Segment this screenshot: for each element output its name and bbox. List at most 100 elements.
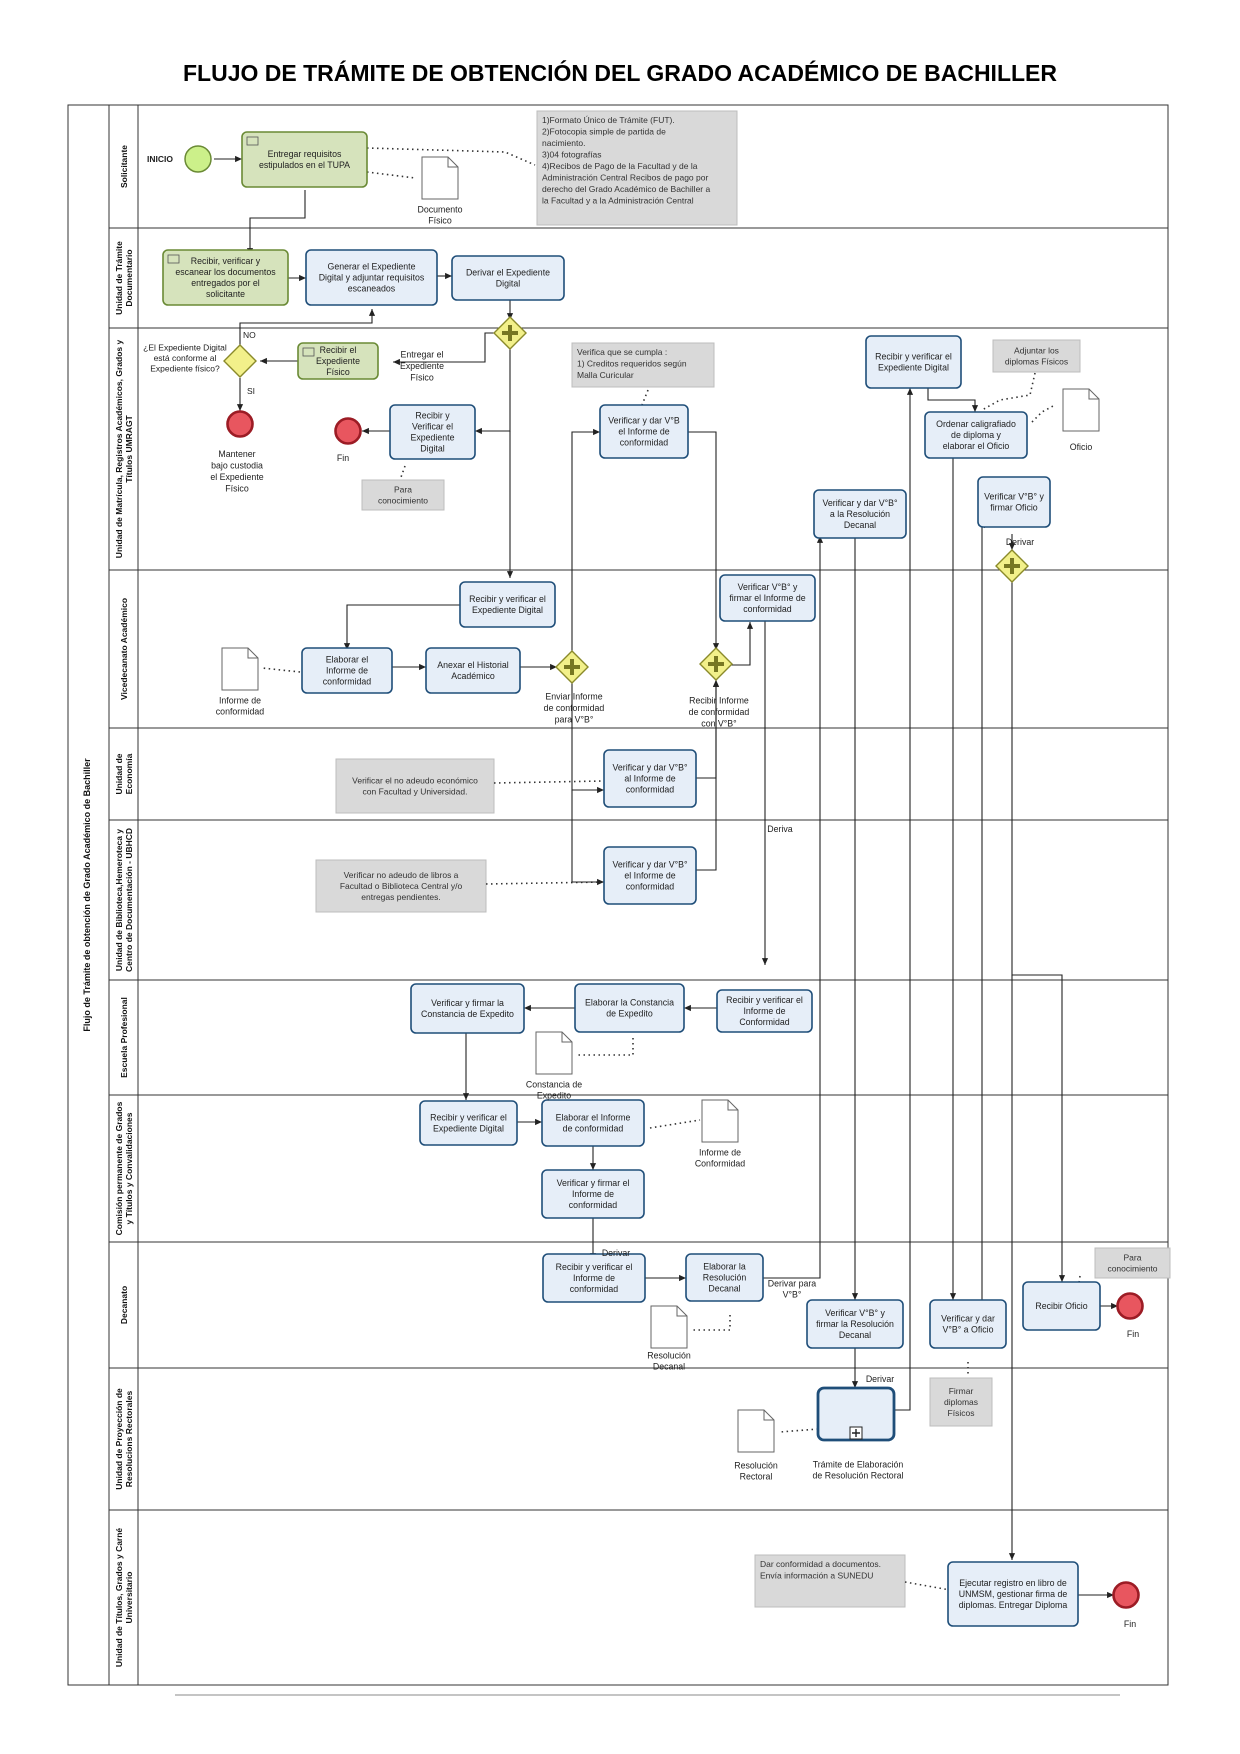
end-event-titulos-label: Fin <box>1124 1619 1136 1629</box>
task-verificar-firmar-oficio-label-line: firmar Oficio <box>990 503 1038 513</box>
lane-label-text: Comisión permanente de Grados <box>114 1101 124 1235</box>
task-verificar-firmar-oficio-label-line: Verificar V°B° y <box>984 492 1044 502</box>
pool-label: Flujo de Trámite de obtención de Grado A… <box>82 758 92 1032</box>
task-recibir-informe-escuela-label-line: Informe de <box>743 1006 785 1016</box>
end-event-titulos-circle <box>1112 1581 1140 1609</box>
task-verificar-biblioteca-label-line: conformidad <box>626 882 675 892</box>
task-verificar-firmar-informe-comision-box <box>541 1169 645 1219</box>
task-entregar-requisitos-box <box>241 131 368 188</box>
task-recibir-expediente-fisico-label-line: Expediente <box>316 356 360 366</box>
task-recibir-escanear-label-line: solicitante <box>206 289 245 299</box>
task-ordenar-caligrafiado-label-line: elaborar el Oficio <box>943 441 1010 451</box>
annotation-creditos-line: 1) Creditos requeridos según <box>577 359 687 369</box>
gateway-question-label-line: Expediente físico? <box>150 363 220 373</box>
task-generar-expediente-label-line: Generar el Expediente <box>327 262 415 272</box>
document-constancia-fold <box>561 1032 572 1043</box>
task-recibir-verificar-vice-label-line: Recibir y verificar el <box>469 594 546 604</box>
task-entregar-requisitos-label-line: Entregar requisitos <box>268 149 342 159</box>
task-recibir-verificar-expediente-umragt-label-line: Expediente Digital <box>878 363 949 373</box>
subprocess-plus-mark <box>852 1429 860 1437</box>
document-informe-vice-label-line: Informe de <box>219 696 261 706</box>
assoc-adjuntar <box>981 372 1036 411</box>
lane-label-text: Unidad de Biblioteca,Hemeroteca y <box>114 829 124 971</box>
end-event-titulos: Fin <box>1112 1581 1140 1629</box>
document-oficio-fold <box>1088 389 1099 400</box>
annotation-sunedu-box <box>754 1554 906 1608</box>
task-recibir-verificar-digital-label-line: Expediente <box>410 433 454 443</box>
lane-label-2: Unidad de Matrícula, Registros Académico… <box>114 340 134 559</box>
task-recibir-oficio: Recibir Oficio <box>1022 1281 1101 1331</box>
assoc-informe-comision <box>649 1119 701 1129</box>
lane-label-8: Decanato <box>119 1286 129 1324</box>
annotation-firmar-diplomas-box <box>929 1377 993 1427</box>
lane-label-text: Unidad de Trámite <box>114 241 124 315</box>
task-recibir-verificar-expediente-umragt-label-line: Recibir y verificar el <box>875 352 952 362</box>
annotation-economia-text-line: con Facultad y Universidad. <box>363 786 468 796</box>
task-derivar-expediente-box <box>451 255 565 301</box>
document-informe-comision-fold <box>727 1100 738 1111</box>
task-verificar-constancia-box <box>410 983 525 1034</box>
task-elaborar-informe-vice-label-line: Elaborar el <box>326 655 369 665</box>
assoc-resolucion-decanal <box>690 1315 731 1331</box>
lane-label-text: Títulos UMRAGT <box>124 414 134 482</box>
document-oficio-shape <box>1062 388 1100 432</box>
flow-q-no <box>239 309 376 346</box>
document-oficio-label-line: Oficio <box>1070 442 1093 452</box>
document-informe-vice-shape <box>221 647 259 691</box>
lane-label-text: Universitario <box>124 1572 134 1624</box>
flow-gw-u3 <box>571 428 600 652</box>
annotation-requisitos-line: 4)Recibos de Pago de la Facultad y de la <box>542 161 698 171</box>
assoc-sunedu <box>904 1581 951 1591</box>
flow-label-derivar-vb-line: V°B° <box>783 1290 802 1300</box>
task-verificar-firmar-informe-comision-label-line: conformidad <box>569 1200 618 1210</box>
document-resolucion-decanal-label-line: Resolución <box>647 1351 691 1361</box>
task-elaborar-resolucion-decanal-label-line: Elaborar la <box>703 1262 746 1272</box>
user-task-icon <box>167 254 180 264</box>
task-recibir-expediente-fisico-box <box>297 342 379 380</box>
annotation-requisitos-line: nacimiento. <box>542 138 585 148</box>
flow-s1-t1 <box>246 190 306 255</box>
task-verificar-biblioteca: Verificar y dar V°B°el Informe deconform… <box>603 846 697 905</box>
start-circle <box>184 145 212 173</box>
flow-label-recibir-informe-line: de conformidad <box>689 707 750 717</box>
task-recibir-verificar-vice-box <box>459 581 556 628</box>
annotation-creditos-box <box>571 342 715 388</box>
task-verificar-firmar-informe-label-line: Verificar V°B° y <box>738 582 798 592</box>
document-oficio-label: Oficio <box>1070 442 1093 452</box>
task-elaborar-resolucion-decanal-label-line: Resolución <box>703 1273 747 1283</box>
task-verificar-vb-resolucion-label-line: a la Resolución <box>830 509 890 519</box>
task-verificar-vb-informe-label-line: Verificar y dar V°B <box>608 416 680 426</box>
annotation-biblioteca: Verificar no adeudo de libros aFacultad … <box>315 859 487 913</box>
assoc-creditos <box>639 389 649 411</box>
gateway-parallel-derivar <box>493 316 527 350</box>
annotation-requisitos-line: 2)Fotocopia simple de partida de <box>542 127 666 137</box>
gateway-yes-label: SI <box>247 386 255 396</box>
annotation-requisitos-line: 1)Formato Único de Trámite (FUT). <box>542 115 675 125</box>
flow-label-derivar-rectoral: Derivar <box>866 1374 894 1384</box>
task-verificar-firmar-informe-box <box>719 574 816 622</box>
